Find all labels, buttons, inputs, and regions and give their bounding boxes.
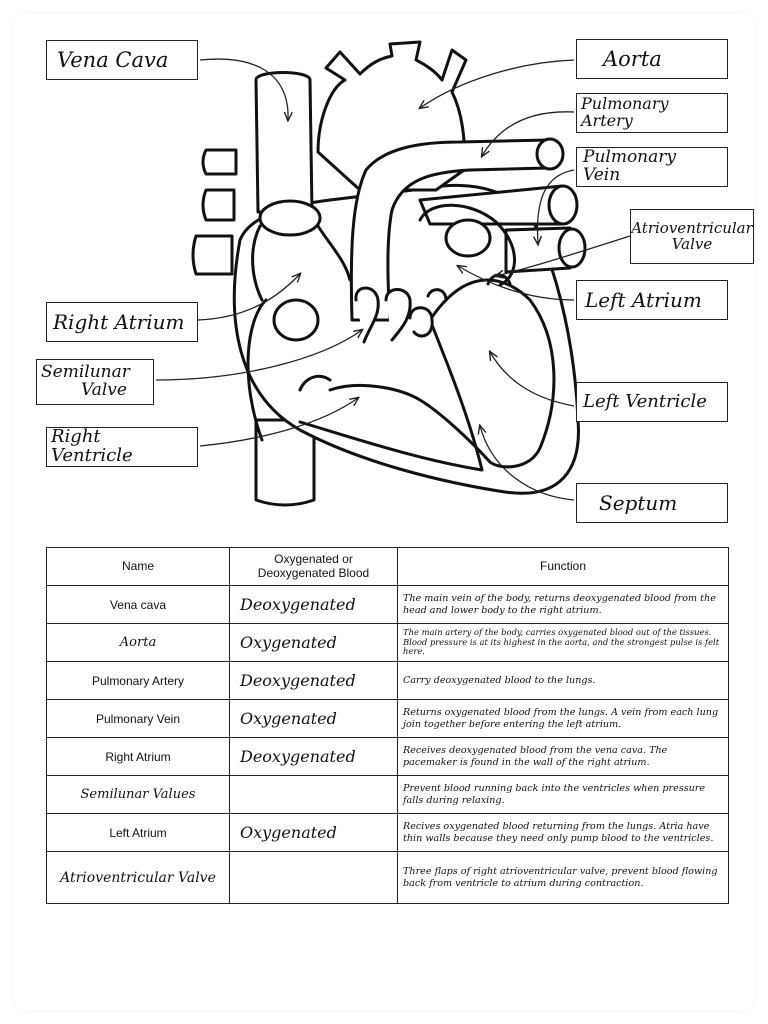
cell-function: The main vein of the body, returns deoxy… xyxy=(397,585,729,624)
label-semilunar-line1: Semilunar xyxy=(41,362,130,383)
right-atrium-wall-2 xyxy=(316,224,352,282)
cell-name: Left Atrium xyxy=(46,813,230,852)
cell-blood: Oxygenated xyxy=(229,813,398,852)
cell-blood: Oxygenated xyxy=(229,699,398,738)
table-row: Vena cava Deoxygenated The main vein of … xyxy=(46,585,729,624)
cell-name: Atrioventricular Valve xyxy=(46,851,230,904)
table-row: Left Atrium Oxygenated Recives oxygenate… xyxy=(46,813,729,852)
cell-function: Three flaps of right atrioventricular va… xyxy=(397,851,729,904)
cell-blood xyxy=(229,775,398,814)
right-ventricle-wall xyxy=(246,298,268,442)
label-aorta: Aorta xyxy=(576,39,728,79)
table-row: Semilunar Values Prevent blood running b… xyxy=(46,775,729,814)
right-ventricle-inner xyxy=(298,374,332,392)
label-right-atrium: Right Atrium xyxy=(46,302,198,342)
cell-name: Vena cava xyxy=(46,585,230,624)
cell-name: Right Atrium xyxy=(46,737,230,776)
table-header-row: Name Oxygenated or Deoxygenated Blood Fu… xyxy=(46,547,729,586)
semilunar-cusp-2 xyxy=(384,288,412,342)
label-pulmonary-vein: Pulmonary Vein xyxy=(576,147,728,187)
cell-name: Semilunar Values xyxy=(46,775,230,814)
superior-vena-cava xyxy=(254,71,314,214)
vessel-stub-2 xyxy=(201,188,236,222)
table-row: Right Atrium Deoxygenated Receives deoxy… xyxy=(46,737,729,776)
heart-diagram xyxy=(155,40,631,507)
table-row: Aorta Oxygenated The main artery of the … xyxy=(46,623,729,662)
arrow-left-ventricle xyxy=(490,352,575,407)
label-right-ventricle: Right Ventricle xyxy=(46,427,198,467)
right-atrium-wall xyxy=(251,224,264,302)
atrium-opening xyxy=(272,298,320,342)
cell-function: Carry deoxygenated blood to the lungs. xyxy=(397,661,729,700)
cell-function: The main artery of the body, carries oxy… xyxy=(397,623,729,662)
inferior-vena-cava xyxy=(254,418,316,507)
label-septum: Septum xyxy=(576,483,728,523)
label-left-atrium: Left Atrium xyxy=(576,280,728,320)
arrow-semilunar xyxy=(155,330,362,381)
heart-parts-table: Name Oxygenated or Deoxygenated Blood Fu… xyxy=(46,547,729,904)
arrow-left-atrium xyxy=(458,266,575,301)
cell-blood: Deoxygenated xyxy=(229,661,398,700)
label-av-valve-line1: Atrioventricular xyxy=(631,218,753,237)
pulmonary-vein-lower-end xyxy=(557,227,587,269)
table-row: Pulmonary Artery Deoxygenated Carry deox… xyxy=(46,661,729,700)
label-vena-cava: Vena Cava xyxy=(46,40,198,80)
label-semilunar-line2: Valve xyxy=(81,380,127,400)
label-left-ventricle: Left Ventricle xyxy=(576,382,728,422)
header-blood: Oxygenated or Deoxygenated Blood xyxy=(229,547,398,586)
semilunar-cusp-3 xyxy=(408,306,434,338)
cell-blood xyxy=(229,851,398,904)
left-ventricle-wall xyxy=(428,278,556,469)
left-atrium-opening xyxy=(444,218,492,258)
av-valve-flap-1 xyxy=(426,288,448,302)
label-pulmonary-artery: Pulmonary Artery xyxy=(576,93,728,133)
header-name: Name xyxy=(46,547,230,586)
septum-inner xyxy=(328,383,492,464)
arrow-septum xyxy=(480,426,575,501)
table-row: Atrioventricular Valve Three flaps of ri… xyxy=(46,851,729,904)
arrow-vena-cava xyxy=(199,58,288,120)
cell-name: Pulmonary Vein xyxy=(46,699,230,738)
arrow-pulmonary-vein xyxy=(537,169,575,244)
label-semilunar-valve: Semilunar Valve xyxy=(36,359,154,405)
vessel-stub-3 xyxy=(191,234,234,276)
septum-outer xyxy=(298,318,484,472)
cell-function: Recives oxygenated blood returning from … xyxy=(397,813,729,852)
pulmonary-vein-upper-end xyxy=(547,184,579,226)
arrow-right-ventricle xyxy=(199,398,358,447)
cell-blood: Oxygenated xyxy=(229,623,398,662)
cell-blood: Deoxygenated xyxy=(229,737,398,776)
label-av-valve: Atrioventricular Valve xyxy=(630,209,754,264)
arrow-aorta xyxy=(420,59,575,108)
pulmonary-artery-end xyxy=(535,137,565,171)
cell-name: Pulmonary Artery xyxy=(46,661,230,700)
arrow-av-valve xyxy=(496,235,631,276)
cell-name: Aorta xyxy=(46,623,230,662)
label-av-valve-line2: Valve xyxy=(671,234,713,253)
table-row: Pulmonary Vein Oxygenated Returns oxygen… xyxy=(46,699,729,738)
cell-blood: Deoxygenated xyxy=(229,585,398,624)
arrow-right-atrium xyxy=(197,274,300,321)
header-function: Function xyxy=(397,547,729,586)
cell-function: Receives deoxygenated blood from the ven… xyxy=(397,737,729,776)
vessel-stub-1 xyxy=(201,148,238,176)
cell-function: Returns oxygenated blood from the lungs.… xyxy=(397,699,729,738)
arrow-pulmonary-artery xyxy=(482,111,575,156)
cell-function: Prevent blood running back into the vent… xyxy=(397,775,729,814)
vena-cava-opening xyxy=(258,199,322,237)
